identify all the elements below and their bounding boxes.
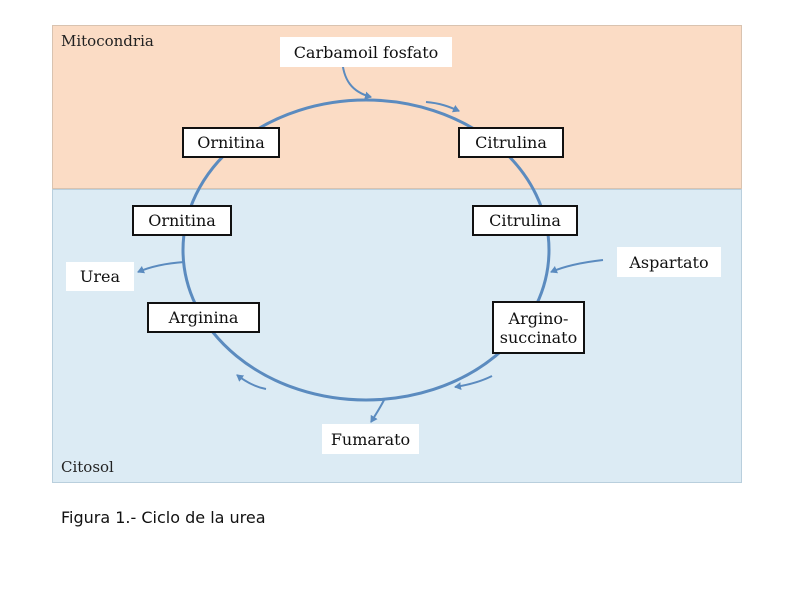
arginina-box: Arginina <box>147 302 260 333</box>
ornitina-mito-box: Ornitina <box>182 127 280 158</box>
cycle-direction-arrow-bottom-left <box>236 374 267 390</box>
urea-output-arrow <box>137 261 185 274</box>
ornitina-cyto-box: Ornitina <box>132 205 232 236</box>
aspartato-label: Aspartato <box>617 247 721 277</box>
mitochondria-label: Mitocondria <box>61 32 154 50</box>
cycle-circle <box>181 98 551 402</box>
cytosol-label: Citosol <box>61 458 114 476</box>
cycle-direction-arrow-bottom-right <box>454 375 493 391</box>
urea-label: Urea <box>66 262 134 291</box>
citrulina-cyto-box: Citrulina <box>472 205 578 236</box>
cycle-direction-arrow-top <box>425 101 460 113</box>
argininosuccinato-line-2: succinato <box>499 327 578 347</box>
argininosuccinato-box: Argino- succinato <box>492 301 585 354</box>
citrulina-mito-box: Citrulina <box>458 127 564 158</box>
fumarato-label: Fumarato <box>322 424 419 454</box>
carbamoil-fosfato-label: Carbamoil fosfato <box>280 37 452 67</box>
argininosuccinato-line-1: Argino- <box>508 308 569 328</box>
fumarato-output-arrow <box>370 399 385 423</box>
aspartato-input-arrow <box>550 259 604 274</box>
figure-caption: Figura 1.- Ciclo de la urea <box>61 508 266 527</box>
